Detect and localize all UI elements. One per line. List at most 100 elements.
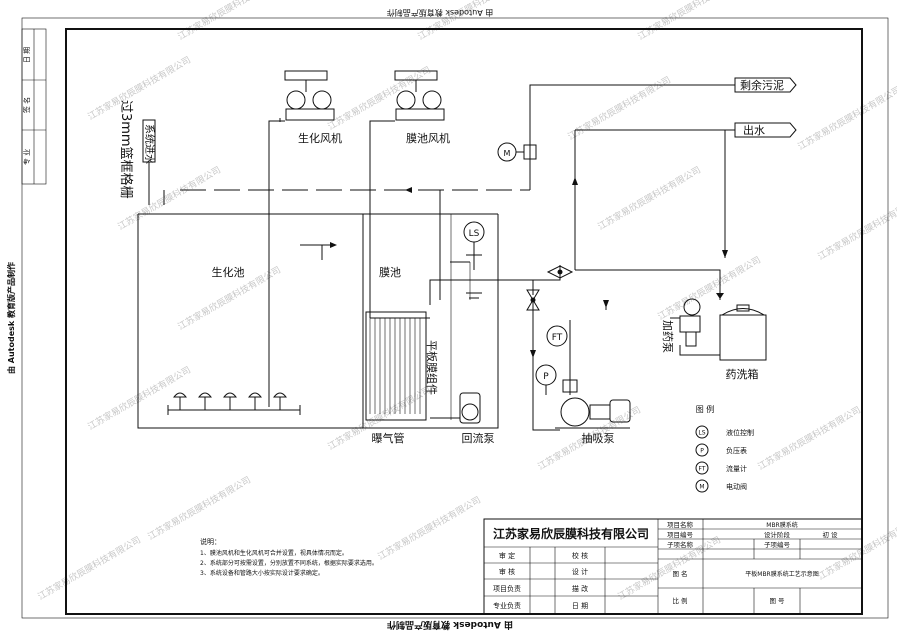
drawing-frame	[65, 28, 863, 615]
watermark-text: 江苏家易欣辰膜科技有限公司	[656, 254, 763, 323]
watermark-text: 江苏家易欣辰膜科技有限公司	[566, 74, 673, 143]
legend-symbol: M	[699, 484, 704, 491]
project-name-value: MBR膜系统	[766, 521, 797, 529]
watermark-text: 江苏家易欣辰膜科技有限公司	[146, 474, 253, 543]
excess-sludge-line: M 剩余污泥 出水	[497, 77, 797, 190]
inlet-label: 系统进水	[143, 124, 156, 164]
membrane-module: 平板膜组件 曝气管	[365, 311, 439, 445]
excess-sludge-tag	[734, 77, 797, 93]
legend-label: 液位控制	[726, 428, 754, 437]
watermark-text: 江苏家易欣辰膜科技有限公司	[416, 0, 523, 43]
title-block-role-label: 日 期	[572, 602, 588, 610]
effluent-label: 出水	[743, 123, 765, 137]
title-block-role-label: 审 定	[499, 551, 515, 560]
title-block-role-label: 校 核	[572, 551, 588, 560]
legend-symbol-icon	[695, 479, 709, 493]
legend-label: 电动阀	[726, 482, 747, 491]
legend-label: 流量计	[726, 464, 747, 473]
screen-label: 过3mm篮框格栅	[118, 100, 134, 199]
bio-tank: 生化池	[137, 213, 498, 429]
watermark-text: 江苏家易欣辰膜科技有限公司	[86, 54, 193, 123]
sign-name-label: 签 名	[22, 97, 31, 113]
legend-symbol-icon	[695, 443, 709, 457]
membrane-blower-label: 膜池风机	[406, 131, 450, 145]
sludge-line	[180, 187, 530, 193]
excess-sludge-label: 剩余污泥	[740, 78, 784, 92]
project-name-label: 项目名称	[667, 520, 694, 529]
company-name: 江苏家易欣辰膜科技有限公司	[493, 526, 649, 541]
watermark-text: 江苏家易欣辰膜科技有限公司	[376, 494, 483, 563]
diffuser	[197, 392, 213, 410]
legend-symbol-icon	[695, 425, 709, 439]
legend-symbol: LS	[698, 430, 705, 437]
level-switch: LS	[463, 221, 485, 299]
dosing-pump-label: 加药泵	[661, 320, 674, 353]
suction-pump: 抽吸泵	[555, 379, 631, 445]
watermark-text: 江苏家易欣辰膜科技有限公司	[816, 194, 897, 263]
bio-blower-label: 生化风机	[298, 131, 342, 145]
legend-symbol: FT	[698, 466, 705, 473]
membrane-tank-label: 膜池	[379, 266, 401, 279]
drawing-name-label: 图 名	[672, 569, 687, 578]
legend-item: LS 液位控制	[695, 425, 754, 439]
legend-symbol-icon	[695, 461, 709, 475]
project-no-label: 项目编号	[667, 530, 694, 539]
aeration-pipe-label: 曝气管	[372, 431, 405, 445]
notes: 说明： 1、膜池风机和生化风机可合并设置，视具体情况而定。 2、系统部分可按需设…	[200, 537, 378, 577]
pressure-gauge: P	[535, 364, 557, 395]
mv-symbol: M	[504, 149, 511, 158]
permeate-piping	[429, 129, 735, 431]
return-pump-label: 回流泵	[462, 431, 495, 445]
watermark-text: 江苏家易欣辰膜科技有限公司	[636, 0, 743, 43]
bio-aeration-grid	[167, 392, 301, 415]
drawing-no-label: 图 号	[769, 597, 785, 605]
air-piping	[268, 120, 452, 420]
bio-blower: 生化风机	[279, 70, 342, 145]
legend-item: M 电动阀	[695, 479, 747, 493]
title-block-role-label: 描 改	[572, 584, 588, 593]
legend-title: 图 例	[696, 404, 715, 414]
suction-pump-label: 抽吸泵	[582, 431, 615, 445]
outer-sheet-frame	[21, 17, 889, 619]
chem-tank-label: 药洗箱	[726, 367, 759, 381]
notes-line-2: 2、系统部分可按需设置，分别放置不同系统，根据实际要求选用。	[200, 559, 378, 567]
ft-symbol: FT	[552, 333, 563, 343]
watermark-text: 江苏家易欣辰膜科技有限公司	[86, 364, 193, 433]
bio-tank-label: 生化池	[212, 265, 245, 279]
legend-item: FT 流量计	[695, 461, 747, 475]
membrane-blower: 膜池风机	[394, 70, 450, 145]
scale-label: 比 例	[672, 596, 687, 605]
membrane-tank: 膜池	[363, 214, 499, 429]
legend-label: 负压表	[726, 446, 747, 455]
diffuser	[172, 392, 188, 410]
diffuser	[222, 392, 238, 410]
watermark-text: 江苏家易欣辰膜科技有限公司	[326, 64, 433, 133]
inlet-screen: 过3mm篮框格栅 系统进水	[118, 100, 165, 205]
watermark-text: 江苏家易欣辰膜科技有限公司	[816, 514, 897, 583]
watermark-text: 江苏家易欣辰膜科技有限公司	[796, 84, 897, 153]
flowmeter: FT	[546, 325, 568, 347]
design-stage-label: 设计阶段	[764, 530, 791, 539]
design-stage-value: 初 设	[822, 530, 838, 539]
title-block-role-label: 专业负责	[493, 601, 521, 610]
membrane-module-label: 平板膜组件	[425, 340, 439, 395]
effluent-tag	[734, 122, 797, 138]
p-symbol: P	[543, 372, 549, 382]
diffuser	[272, 392, 288, 410]
notes-title: 说明：	[200, 537, 221, 546]
sign-date-label: 日 期	[23, 47, 31, 63]
title-block-role-label: 项目负责	[493, 584, 521, 593]
drawing-name-value: 平板MBR膜系统工艺示意图	[745, 570, 818, 578]
stamp-left: 由 Autodesk 教育版产品制作	[6, 262, 16, 374]
watermark-text: 江苏家易欣辰膜科技有限公司	[36, 534, 143, 603]
signature-column: 日 期 签 名 专 业	[21, 28, 47, 185]
title-block-role-label: 审 核	[499, 567, 515, 576]
three-way-valve	[546, 265, 574, 279]
title-block-role-label: 设 计	[572, 567, 588, 576]
return-pump: 回流泵	[430, 392, 495, 445]
watermark-text: 江苏家易欣辰膜科技有限公司	[596, 164, 703, 233]
chem-tank: 药洗箱	[716, 283, 767, 381]
